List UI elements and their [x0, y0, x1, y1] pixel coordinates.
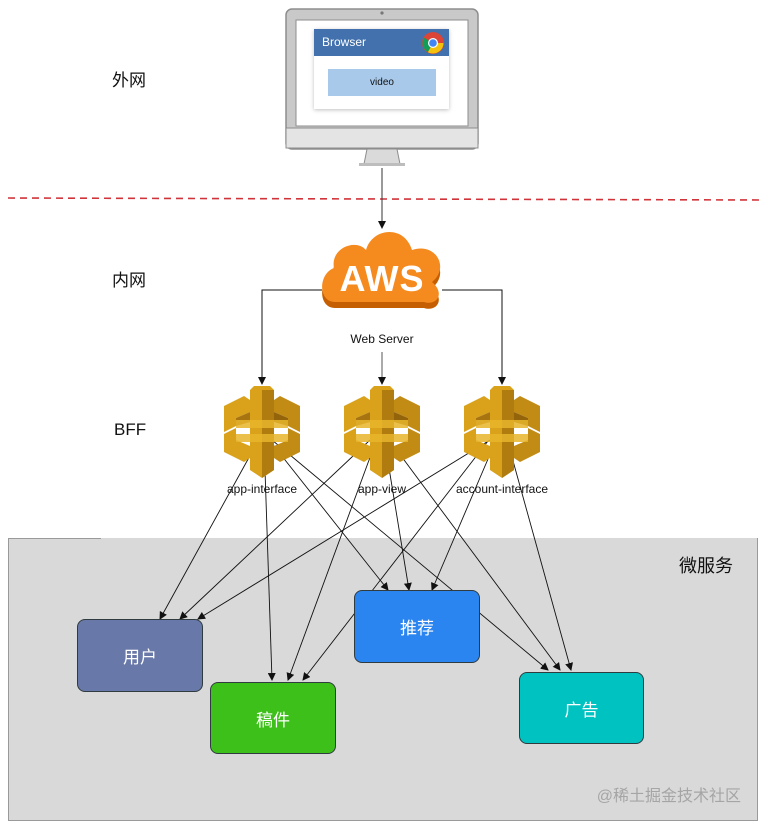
- edge-app-interface-user: [159, 451, 253, 620]
- service-user-label: 用户: [123, 648, 157, 667]
- edge-app-view-ads: [389, 440, 561, 671]
- service-recommend[interactable]: 推荐: [354, 590, 480, 663]
- layer-label-external: 外网: [112, 71, 146, 90]
- service-manuscript-label: 稿件: [256, 710, 290, 730]
- zone-top-border: [8, 538, 101, 539]
- edge-app-interface-manuscript: [264, 469, 276, 681]
- gateway-label-app-view: app-view: [357, 482, 407, 496]
- video-content: video: [328, 69, 436, 96]
- gateway-label-app-interface: app-interface: [226, 482, 298, 496]
- edge-app-view-manuscript: [286, 451, 373, 681]
- service-ads-label: 广告: [564, 700, 599, 720]
- network-boundary-line: [7, 197, 761, 201]
- service-manuscript[interactable]: 稿件: [210, 682, 336, 754]
- edge-account-interface-ads: [509, 449, 573, 671]
- browser-window: Browser video: [314, 29, 449, 109]
- edge-app-interface-ads: [271, 439, 549, 671]
- edge-account-interface-recommend: [431, 451, 492, 591]
- chrome-icon: [422, 32, 444, 54]
- microservice-zone-title: 微服务: [679, 556, 733, 576]
- edge-web-server-account-interface: [442, 289, 506, 385]
- service-user[interactable]: 用户: [77, 619, 203, 692]
- gateway-label-account-interface: account-interface: [455, 482, 549, 496]
- edge-app-view-user: [179, 439, 371, 620]
- edge-account-interface-user: [197, 439, 491, 620]
- browser-title-bar: Browser: [314, 29, 449, 56]
- browser-title: Browser: [322, 35, 367, 49]
- web-server-label: Web Server: [350, 332, 414, 346]
- edge-app-view-recommend: [388, 467, 412, 591]
- watermark: @稀土掘金技术社区: [596, 788, 741, 805]
- edge-account-interface-manuscript: [302, 440, 489, 681]
- service-recommend-label: 推荐: [400, 619, 434, 638]
- service-ads[interactable]: 广告: [519, 672, 644, 744]
- layer-label-internal: 内网: [112, 271, 146, 290]
- aws-logo-text: AWS: [339, 258, 425, 299]
- layer-label-bff: BFF: [114, 420, 147, 439]
- edge-web-server-app-interface: [258, 289, 322, 385]
